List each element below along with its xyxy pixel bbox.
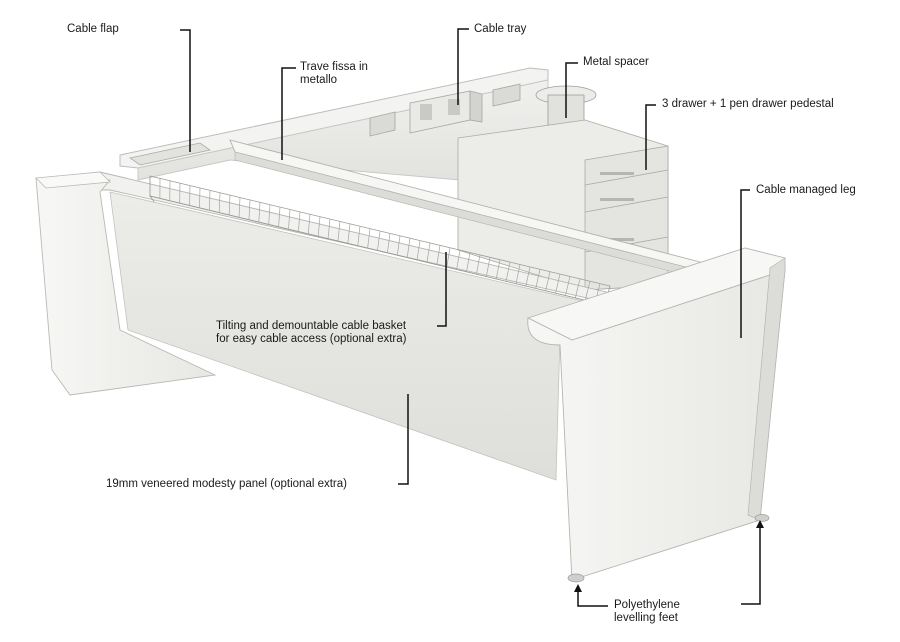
basket-wire (545, 271, 551, 291)
label-pedestal: 3 drawer + 1 pen drawer pedestal (662, 98, 834, 110)
basket-wire (337, 221, 341, 242)
leader-cable-flap (180, 29, 191, 152)
leader-feet-left (577, 588, 608, 607)
label-cable-basket-line1: Tilting and demountable cable basket (216, 320, 407, 332)
basket-wire (555, 273, 561, 294)
basket-wire (367, 228, 371, 249)
basket-wire (446, 247, 451, 268)
label-levelling-feet-line2: levelling feet (614, 612, 678, 624)
label-trave-fissa-line1: Trave fissa in (300, 61, 368, 73)
basket-wire (199, 187, 201, 208)
basket-wire (357, 226, 361, 246)
label-modesty-panel: 19mm veneered modesty panel (optional ex… (106, 478, 347, 490)
right-leg-part (526, 247, 786, 583)
basket-wire (456, 250, 461, 270)
basket-wire (238, 197, 241, 218)
basket-wire (278, 207, 281, 227)
cable-tray-part (409, 90, 483, 134)
arrowhead-left-foot (574, 584, 582, 592)
left-leg-part (35, 171, 217, 396)
basket-wire (485, 257, 491, 277)
basket-wire (535, 269, 541, 289)
basket-wire (208, 190, 211, 211)
arrowhead-right-foot (756, 520, 764, 528)
leader-lines (180, 28, 761, 607)
basket-wire (258, 202, 261, 223)
basket-wire (406, 238, 411, 258)
basket-wire (426, 242, 431, 263)
label-cable-basket: Tilting and demountable cable basket for… (216, 320, 406, 346)
leader-cable-tray (457, 28, 469, 105)
basket-wire (525, 266, 531, 287)
label-cable-flap: Cable flap (67, 23, 119, 35)
label-cable-basket-line2: for easy cable access (optional extra) (216, 333, 407, 345)
modesty-panel-part (109, 191, 601, 481)
leader-pedestal (645, 104, 656, 170)
leader-metal-spacer (565, 62, 578, 118)
basket-wire (515, 264, 521, 284)
label-levelling-feet-line1: Polyethylene (614, 599, 680, 611)
basket-wire (347, 223, 351, 244)
brackets (369, 83, 521, 137)
basket-wire (495, 259, 501, 280)
label-trave-fissa-line2: metallo (300, 74, 338, 86)
basket-wire (387, 233, 391, 253)
basket-wire (218, 192, 221, 213)
label-trave-fissa: Trave fissa in metallo (300, 61, 368, 87)
basket-wire (505, 262, 511, 282)
basket-wire (466, 252, 471, 272)
basket-wire (268, 204, 271, 225)
basket-wire (574, 278, 581, 298)
basket-wire (377, 230, 381, 251)
label-cable-managed-leg: Cable managed leg (756, 184, 856, 196)
basket-wire (584, 281, 591, 301)
label-levelling-feet: Polyethylene levelling feet (614, 599, 680, 625)
leader-modesty-panel (398, 394, 409, 485)
basket-wire (317, 216, 321, 237)
leader-cable-managed-leg (740, 189, 750, 338)
basket-wire (476, 254, 481, 275)
basket-wire (288, 209, 291, 230)
basket-wire (436, 245, 441, 265)
basket-wire (416, 240, 421, 261)
leader-cable-basket (437, 252, 447, 327)
label-metal-spacer: Metal spacer (583, 56, 649, 68)
basket-wire (565, 276, 571, 296)
leader-feet-right (741, 524, 761, 605)
basket-wire (298, 211, 301, 232)
basket-wire (248, 199, 251, 220)
label-cable-tray: Cable tray (474, 23, 527, 35)
basket-wire (396, 235, 401, 256)
basket-wire (228, 195, 231, 215)
leader-arrowheads (574, 520, 764, 592)
basket-wire (327, 219, 331, 239)
leader-trave-fissa (281, 67, 296, 160)
basket-wire (307, 214, 311, 234)
